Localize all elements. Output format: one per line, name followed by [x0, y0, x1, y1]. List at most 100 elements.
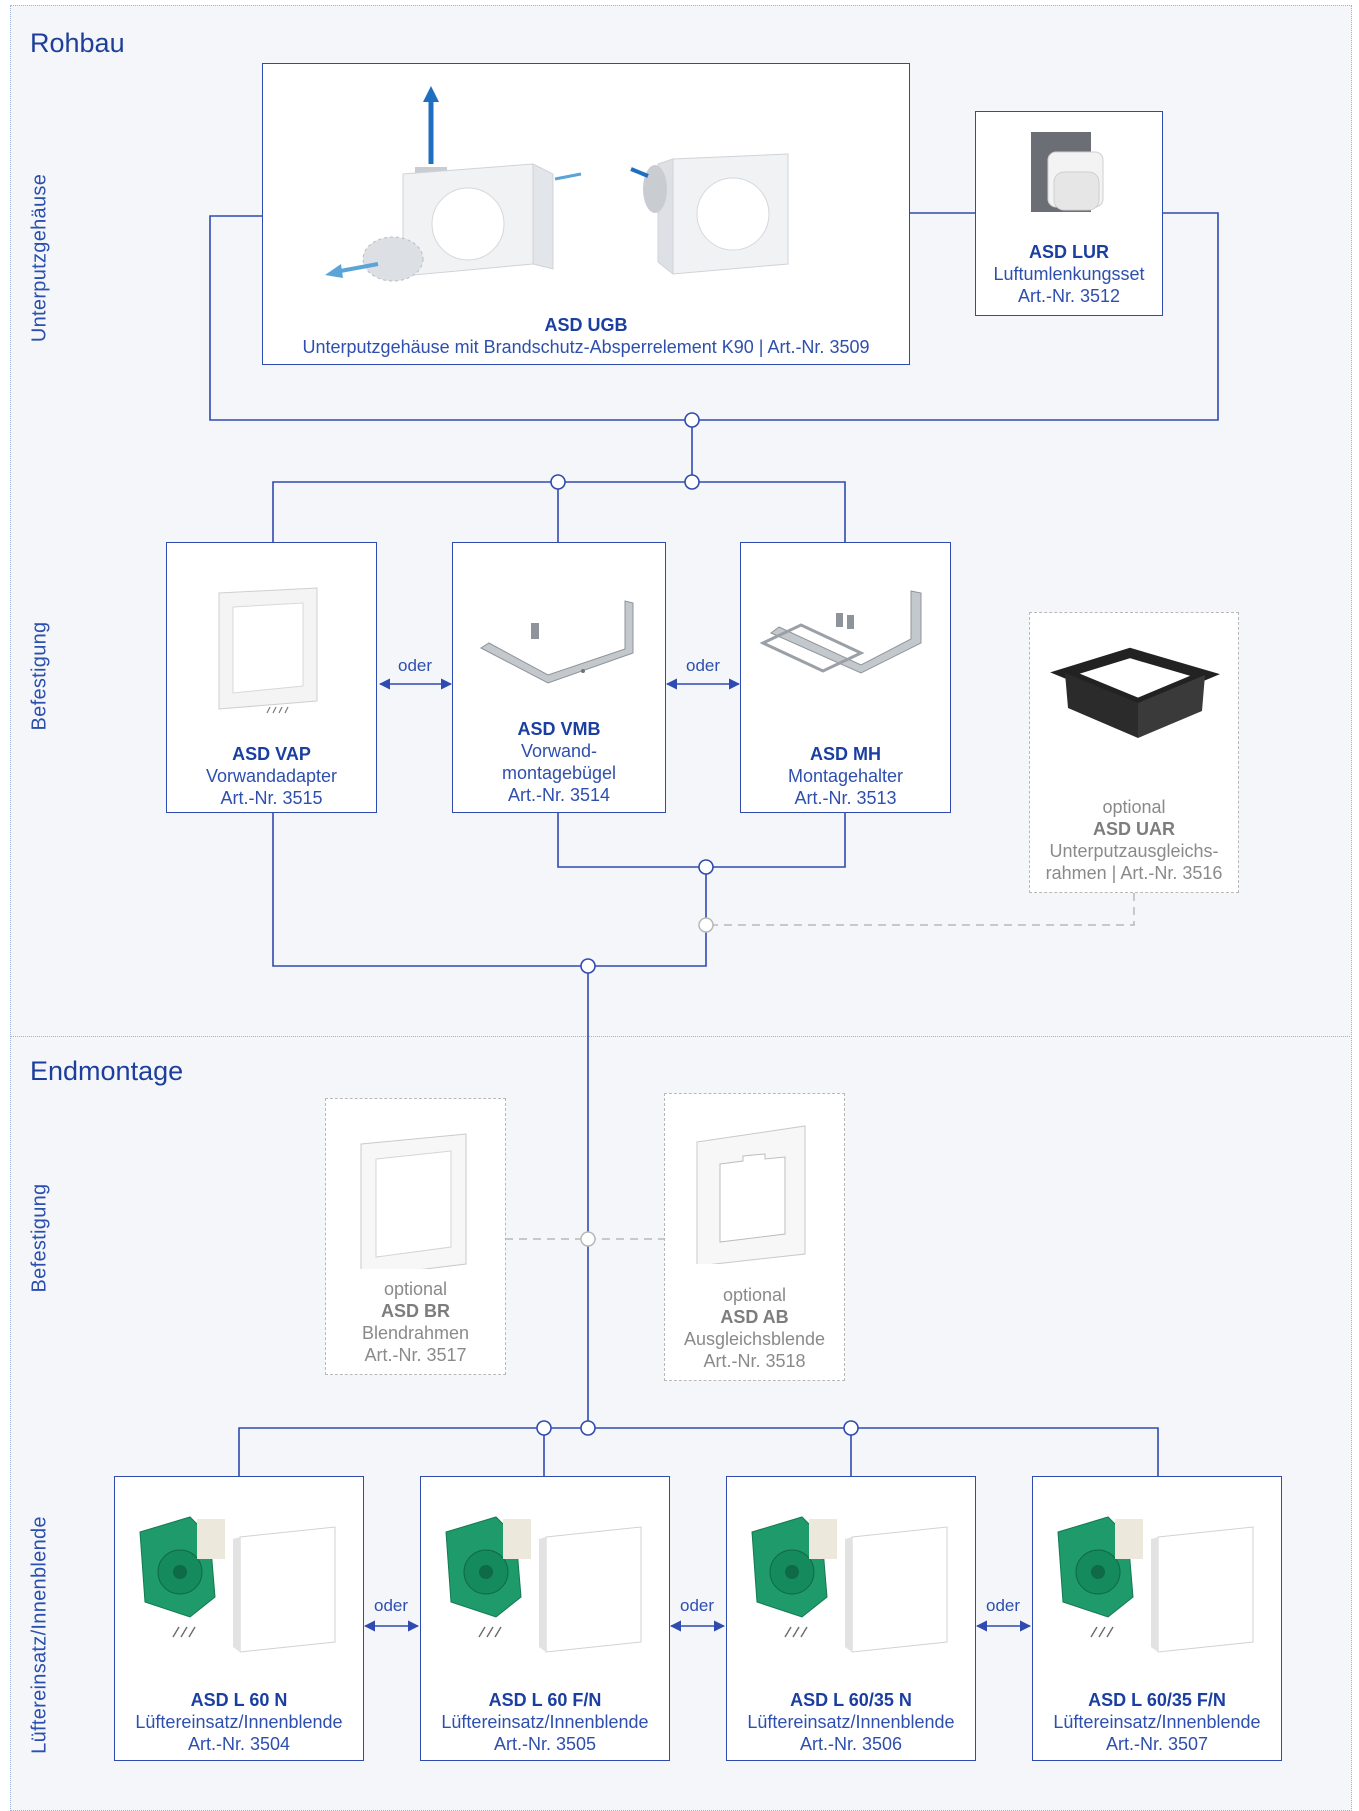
- vap-desc: Vorwandadapter: [205, 766, 338, 786]
- l60fn-art: Art.-Nr. 3505: [493, 1734, 597, 1754]
- uar-optional: optional: [1102, 797, 1166, 817]
- wire-vap-down: [272, 813, 588, 967]
- ugb-caption: ASD UGB Unterputzgehäuse mit Brandschutz…: [263, 314, 909, 358]
- product-box-ab-optional: optional ASD AB Ausgleichsblende Art.-Nr…: [664, 1093, 845, 1381]
- product-box-l60n: ASD L 60 N Lüftereinsatz/Innenblende Art…: [114, 1476, 364, 1761]
- uar-frame-image: [1050, 647, 1220, 738]
- vap-name: ASD VAP: [232, 744, 311, 764]
- product-box-vap: ASD VAP Vorwandadapter Art.-Nr. 3515: [166, 542, 377, 813]
- oder-label-vap-vmb: oder: [397, 656, 433, 675]
- l60n-desc: Lüftereinsatz/Innenblende: [135, 1712, 343, 1732]
- mh-name: ASD MH: [810, 744, 881, 764]
- uar-desc1: Unterputzausgleichs-: [1049, 841, 1219, 861]
- product-box-uar-optional: optional ASD UAR Unterputzausgleichs- ra…: [1029, 612, 1239, 893]
- wire-luefter-bus: [238, 1427, 1159, 1476]
- product-box-ugb: ASD UGB Unterputzgehäuse mit Brandschutz…: [262, 63, 910, 365]
- product-box-lur: ASD LUR Luftumlenkungsset Art.-Nr. 3512: [975, 111, 1163, 316]
- vmb-art: Art.-Nr. 3514: [507, 785, 611, 805]
- ab-optional: optional: [722, 1285, 787, 1305]
- section-title-rohbau: Rohbau: [30, 28, 125, 58]
- l6035fn-desc: Lüftereinsatz/Innenblende: [1053, 1712, 1261, 1732]
- product-box-br-optional: optional ASD BR Blendrahmen Art.-Nr. 351…: [325, 1098, 506, 1375]
- junction: [580, 1420, 596, 1436]
- l6035n-art: Art.-Nr. 3506: [799, 1734, 903, 1754]
- l6035n-fan-image: [751, 1516, 948, 1653]
- ugb-housing-image: [325, 86, 789, 282]
- uar-desc2: rahmen | Art.-Nr. 3516: [1045, 863, 1223, 883]
- section-title-endmontage: Endmontage: [30, 1056, 184, 1086]
- oder-label-l60n-l60fn: oder: [373, 1596, 409, 1615]
- junction-optional: [698, 917, 714, 933]
- wire-vmb-mh-bottom: [557, 813, 846, 868]
- oder-label-vmb-mh: oder: [685, 656, 721, 675]
- l6035n-desc: Lüftereinsatz/Innenblende: [747, 1712, 955, 1732]
- junction: [684, 474, 700, 490]
- br-optional: optional: [383, 1279, 448, 1299]
- product-box-l6035fn: ASD L 60/35 F/N Lüftereinsatz/Innenblend…: [1032, 1476, 1282, 1761]
- l60fn-caption: ASD L 60 F/N Lüftereinsatz/Innenblende A…: [421, 1689, 669, 1755]
- vmb-bracket-image: [479, 600, 634, 684]
- ugb-desc: Unterputzgehäuse mit Brandschutz-Absperr…: [302, 337, 870, 357]
- product-box-l60fn: ASD L 60 F/N Lüftereinsatz/Innenblende A…: [420, 1476, 670, 1761]
- vmb-desc2: montagebügel: [501, 763, 617, 783]
- vap-art: Art.-Nr. 3515: [220, 788, 323, 808]
- br-art: Art.-Nr. 3517: [364, 1345, 467, 1365]
- l6035fn-fan-image: [1057, 1516, 1254, 1653]
- ab-plate-image: [696, 1125, 806, 1264]
- br-frame-image: [360, 1133, 467, 1269]
- ab-name: ASD AB: [720, 1307, 789, 1327]
- wire-mh-down: [588, 867, 707, 967]
- l6035n-caption: ASD L 60/35 N Lüftereinsatz/Innenblende …: [727, 1689, 975, 1755]
- junction: [843, 1420, 859, 1436]
- l60n-name: ASD L 60 N: [190, 1690, 288, 1710]
- ab-desc: Ausgleichsblende: [683, 1329, 826, 1349]
- lur-desc: Luftumlenkungsset: [993, 264, 1145, 284]
- vmb-desc1: Vorwand-: [520, 741, 598, 761]
- l60n-caption: ASD L 60 N Lüftereinsatz/Innenblende Art…: [115, 1689, 363, 1755]
- lur-name: ASD LUR: [1029, 242, 1109, 262]
- vmb-name: ASD VMB: [517, 719, 601, 739]
- junction: [536, 1420, 552, 1436]
- uar-caption: optional ASD UAR Unterputzausgleichs- ra…: [1030, 796, 1238, 884]
- junction: [550, 474, 566, 490]
- l6035fn-caption: ASD L 60/35 F/N Lüftereinsatz/Innenblend…: [1033, 1689, 1281, 1755]
- l6035n-name: ASD L 60/35 N: [790, 1690, 912, 1710]
- ab-art: Art.-Nr. 3518: [703, 1351, 806, 1371]
- lur-image: [1031, 132, 1104, 212]
- ugb-name: ASD UGB: [544, 315, 628, 335]
- junction-optional: [580, 1231, 596, 1247]
- l6035fn-name: ASD L 60/35 F/N: [1088, 1690, 1226, 1710]
- br-caption: optional ASD BR Blendrahmen Art.-Nr. 351…: [326, 1278, 505, 1366]
- mh-caption: ASD MH Montagehalter Art.-Nr. 3513: [741, 743, 950, 809]
- junction: [698, 859, 714, 875]
- wire-befestigung-bus: [272, 481, 846, 542]
- l60fn-desc: Lüftereinsatz/Innenblende: [441, 1712, 649, 1732]
- vap-caption: ASD VAP Vorwandadapter Art.-Nr. 3515: [167, 743, 376, 809]
- l6035fn-art: Art.-Nr. 3507: [1105, 1734, 1209, 1754]
- l60n-fan-image: [139, 1516, 336, 1653]
- section-divider: [10, 1036, 1352, 1037]
- product-box-vmb: ASD VMB Vorwand- montagebügel Art.-Nr. 3…: [452, 542, 666, 813]
- vap-frame-image: [218, 587, 318, 714]
- junction: [684, 412, 700, 428]
- ab-caption: optional ASD AB Ausgleichsblende Art.-Nr…: [665, 1284, 844, 1372]
- mh-art: Art.-Nr. 3513: [794, 788, 897, 808]
- oder-label-l6035n-l6035fn: oder: [985, 1596, 1021, 1615]
- vmb-caption: ASD VMB Vorwand- montagebügel Art.-Nr. 3…: [453, 718, 665, 806]
- wire-uar-optional: [706, 893, 1135, 926]
- oder-label-l60fn-l6035n: oder: [679, 1596, 715, 1615]
- lur-art: Art.-Nr. 3512: [1017, 286, 1121, 306]
- l60fn-name: ASD L 60 F/N: [488, 1690, 602, 1710]
- l60fn-fan-image: [445, 1516, 642, 1653]
- product-box-l6035n: ASD L 60/35 N Lüftereinsatz/Innenblende …: [726, 1476, 976, 1761]
- junction: [580, 958, 596, 974]
- product-box-mh: ASD MH Montagehalter Art.-Nr. 3513: [740, 542, 951, 813]
- wire-ugb-left: [209, 215, 692, 421]
- lur-caption: ASD LUR Luftumlenkungsset Art.-Nr. 3512: [976, 241, 1162, 307]
- br-name: ASD BR: [380, 1301, 450, 1321]
- wire-lur-right: [692, 212, 1219, 421]
- uar-name: ASD UAR: [1092, 819, 1175, 839]
- l60n-art: Art.-Nr. 3504: [187, 1734, 291, 1754]
- mh-desc: Montagehalter: [787, 766, 904, 786]
